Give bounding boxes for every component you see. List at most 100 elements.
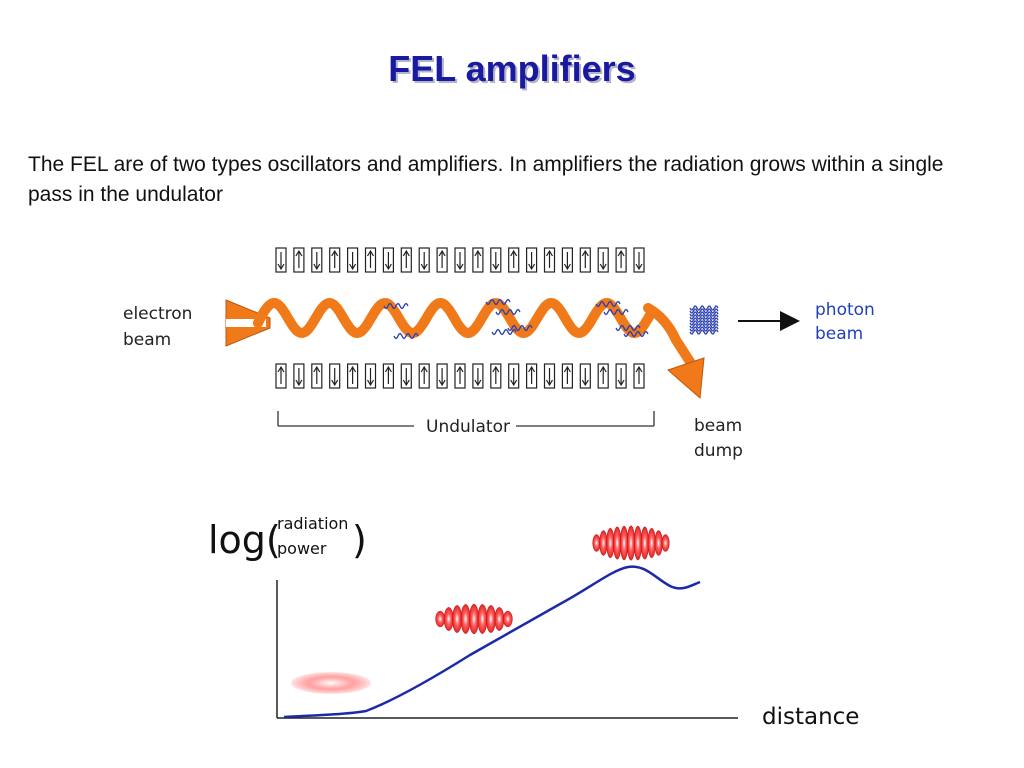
intro-paragraph: The FEL are of two types oscillators and… [28,153,944,206]
undulator-label: Undulator [426,417,510,437]
pulse-segment [494,607,505,631]
pulse-segment [486,605,496,633]
magnet-up-arrow [400,247,412,273]
slide-title: FEL amplifiers [388,48,636,89]
magnet-down-arrow [347,247,359,273]
magnet-down-arrow [508,363,520,389]
plot-ylabel-line2: power [277,539,327,558]
electron-beam-trajectory [253,297,655,339]
pulse-segment [626,525,636,561]
pulse-segment [606,527,615,559]
magnet-down-arrow [418,247,430,273]
magnet-down-arrow [472,363,484,389]
pulse-initial [291,672,371,694]
pulse-segment [452,605,462,633]
magnet-up-arrow [633,363,645,389]
magnet-down-arrow [454,247,466,273]
magnet-up-arrow [561,363,574,389]
radiation-wave [689,308,719,314]
radiation-wave [623,330,649,338]
plot-xlabel: distance [762,704,859,730]
radiation-power-curve [283,565,701,719]
magnet-up-arrow [454,363,466,389]
pulse-segment [620,525,629,561]
magnet-down-arrow [597,247,609,273]
pulse-saturated [592,525,670,561]
magnet-down-arrow [561,247,574,273]
radiation-wave [615,324,641,332]
magnet-up-arrow [436,247,448,273]
magnet-down-arrow [525,247,538,273]
pulse-segment [460,604,471,634]
electron-beam-label-2: beam [123,330,171,350]
pulse-segment [502,610,513,628]
magnet-up-arrow [508,247,520,273]
magnet-down-arrow [543,363,556,389]
radiation-wave [689,320,719,326]
radiation-wave [507,324,533,332]
pulse-segment [477,604,488,634]
magnet-down-arrow [490,247,502,273]
magnet-up-arrow [525,363,538,389]
magnet-down-arrow [400,363,412,389]
undulator-bracket [277,411,655,427]
radiation-wave [689,323,719,329]
radiation-wave [491,328,517,336]
pulse-segment [647,527,656,559]
magnet-down-arrow [364,363,377,389]
photon-beam-label-2: beam [815,324,863,344]
magnet-up-arrow [347,363,359,389]
magnet-up-arrow [293,247,305,273]
growth-plot: log( radiation power ) distance [208,514,859,730]
pulse-segment [435,610,446,628]
magnet-down-arrow [311,247,323,273]
electron-beam-label-1: electron [123,304,192,324]
magnet-down-arrow [382,247,394,273]
radiation-squiggles [383,298,719,340]
pulse-segment [592,534,601,552]
pulse-segment [661,534,670,552]
beam-dump-label-1: beam [694,416,742,436]
magnet-up-arrow [472,247,484,273]
radiation-wave [689,317,719,323]
magnet-down-arrow [329,363,341,389]
magnet-up-arrow [597,363,609,389]
radiation-wave [689,311,719,317]
beam-dump-label-2: dump [694,441,743,461]
undulator-magnets-top [275,247,645,273]
radiation-wave [689,329,719,335]
undulator-magnets-bottom [275,363,645,389]
electron-gun-slot [226,319,266,327]
magnet-up-arrow [490,363,502,389]
magnet-up-arrow [579,247,591,273]
pulse-segment [613,526,622,560]
radiation-wave [383,302,409,310]
magnet-up-arrow [418,363,430,389]
radiation-wave [689,314,719,320]
plot-ylabel-suffix: ) [352,518,367,562]
pulse-segment [443,607,454,631]
radiation-wave [495,308,521,316]
radiation-wave [689,326,719,332]
magnet-down-arrow [579,363,591,389]
magnet-up-arrow [543,247,556,273]
pulse-segment [469,603,479,635]
plot-ylabel-line1: radiation [277,514,348,533]
magnet-up-arrow [382,363,394,389]
radiation-wave [595,300,621,308]
radiation-wave [603,308,629,316]
radiation-wave [393,332,419,340]
magnet-down-arrow [275,247,287,273]
pulse-mid [435,603,513,635]
radiation-wave [485,298,511,306]
magnet-up-arrow [311,363,323,389]
beam-dump-arrowhead [667,357,705,400]
magnet-up-arrow [275,363,287,389]
pulse-segment [654,530,663,556]
magnet-up-arrow [364,247,377,273]
beam-dump-arrow [643,303,699,373]
magnet-up-arrow [615,247,627,273]
magnet-down-arrow [293,363,305,389]
magnet-down-arrow [633,247,645,273]
